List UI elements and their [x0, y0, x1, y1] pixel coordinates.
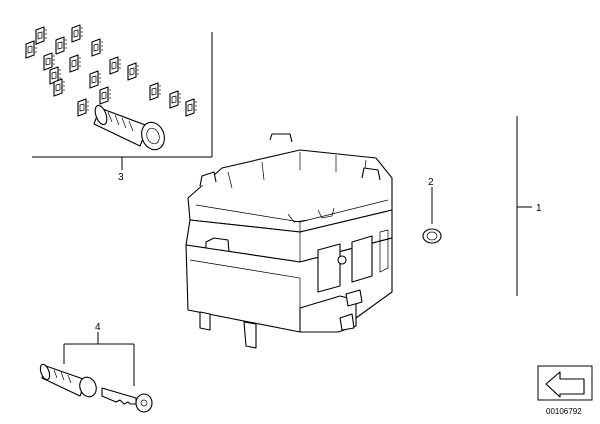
key-tag — [109, 56, 121, 75]
key-tag — [185, 98, 197, 117]
key-tag — [91, 38, 103, 57]
key-tag — [25, 40, 37, 59]
key-tag — [69, 54, 81, 73]
key-tag — [169, 90, 181, 109]
key-tag — [43, 52, 55, 71]
key-tags — [25, 24, 197, 117]
lock-and-key-group — [39, 332, 153, 413]
cap-plug-part — [422, 187, 442, 244]
key-tag — [99, 86, 111, 105]
callout-4: 4 — [95, 322, 101, 333]
key-tag — [55, 36, 67, 55]
key-tag — [53, 78, 65, 97]
key-tag — [35, 26, 47, 45]
callout-2: 2 — [428, 177, 434, 188]
key-tag — [149, 82, 161, 101]
key-tag — [71, 24, 83, 43]
key-tag — [89, 70, 101, 89]
lock-cylinder-icon — [93, 104, 165, 151]
callout-3: 3 — [118, 172, 124, 183]
key-icon — [101, 387, 153, 413]
reference-number: 00106792 — [546, 407, 582, 416]
callout-1: 1 — [536, 203, 542, 214]
assembly-bracket — [516, 116, 532, 296]
top-case — [185, 133, 393, 349]
lock-cylinder-icon — [39, 363, 97, 398]
key-set-group — [25, 24, 213, 170]
key-tag — [77, 98, 89, 117]
key-tag — [127, 62, 139, 81]
corner-arrow-icon — [537, 365, 593, 401]
